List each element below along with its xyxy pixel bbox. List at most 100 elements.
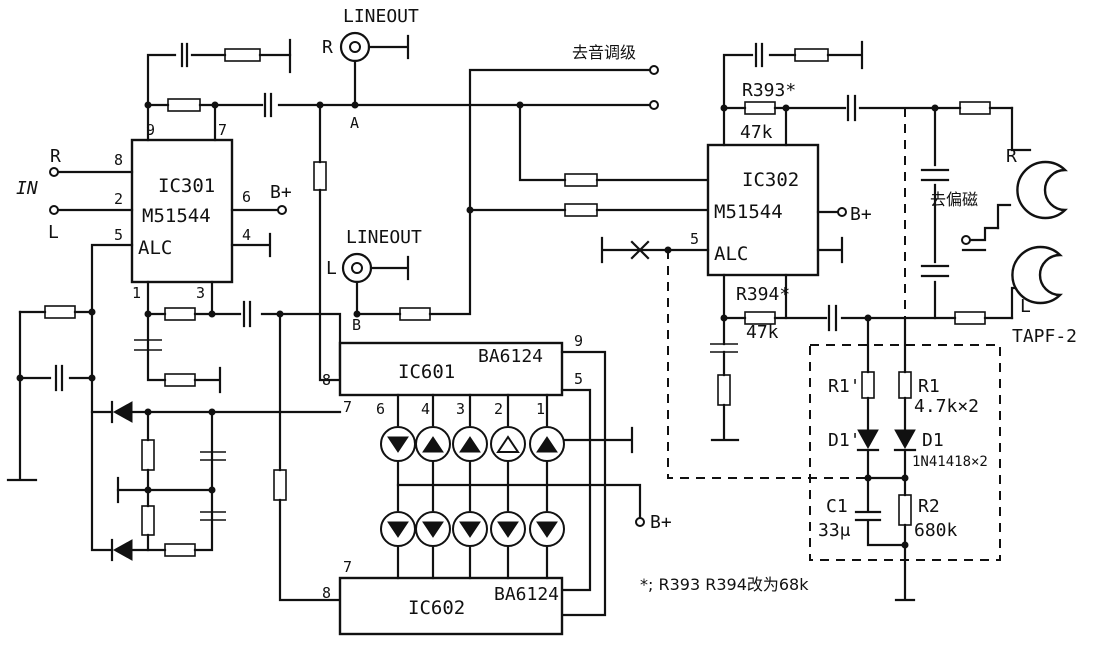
ic302-bottom-ground [710, 316, 740, 442]
lineout-l-label: L [326, 258, 337, 279]
res-r1p [861, 371, 875, 399]
input-r-label: R [50, 146, 61, 167]
bias-caps [920, 168, 950, 278]
ic301-pin-7: 7 [218, 121, 227, 139]
head-r-shape [1016, 160, 1068, 220]
ic302-alc: ALC [714, 243, 748, 265]
ic301-pin-8: 8 [114, 151, 123, 169]
ic301-part: M51544 [142, 205, 211, 227]
head-r [996, 106, 1068, 230]
r393-label: R393* [742, 80, 796, 101]
led-number-1: 1 [536, 400, 545, 418]
junction [208, 408, 216, 416]
led-bottom-1-triangle [387, 521, 409, 538]
ic302-in-wires [595, 178, 710, 212]
diode-top [112, 401, 133, 423]
led-row-bottom [380, 511, 565, 547]
tone-terminal-2[interactable] [649, 100, 659, 110]
junction [144, 408, 152, 416]
wire-a-to-ic601 [318, 103, 342, 382]
r2-value: 680k [914, 520, 958, 541]
head-l-label: L [1020, 296, 1031, 317]
r394-label: R394* [736, 284, 790, 305]
d1p-label: D1' [828, 430, 861, 451]
ic601-pin-8: 8 [322, 371, 331, 389]
cap-top-left [180, 42, 189, 68]
lineout-l-wires [355, 255, 410, 316]
input-l-terminal[interactable] [49, 205, 59, 215]
lineout-r-label: R [322, 37, 333, 58]
res-head-r [959, 101, 991, 115]
led-bottom-leads [396, 546, 549, 580]
ic301-pin-2: 2 [114, 190, 123, 208]
junction [664, 246, 672, 254]
led-bplus-terminal[interactable] [635, 517, 645, 527]
junction [466, 206, 474, 214]
res-r394 [744, 311, 776, 325]
res-alc-left [44, 305, 76, 319]
head-r-label: R [1006, 146, 1017, 167]
demag-terminal[interactable] [961, 235, 971, 245]
ic301-pin-6: 6 [242, 188, 251, 206]
junction [144, 101, 152, 109]
led-number-2: 2 [494, 400, 503, 418]
led-bus [396, 483, 642, 522]
ic301-pin4-ground [230, 232, 272, 258]
cap-r394-out [827, 304, 838, 332]
ic302-pin-5: 5 [690, 230, 699, 248]
ic601-pin9-wire [560, 350, 607, 617]
led-number-3: 3 [456, 400, 465, 418]
ic301-pin-5: 5 [114, 226, 123, 244]
res-rc-1 [141, 439, 155, 471]
ic301-pin1-wire [146, 280, 222, 394]
d1-value: 1N41418×2 [912, 454, 988, 470]
r393-value: 47k [740, 122, 773, 143]
cap-ic301-out [263, 92, 273, 118]
res-r393 [744, 101, 776, 115]
ic602-body [338, 576, 564, 636]
res-pin1 [164, 373, 196, 387]
ic302-bplus-terminal[interactable] [837, 207, 847, 217]
r1-label: R1 [918, 376, 940, 397]
res-head-l [954, 311, 986, 325]
head-l [1010, 245, 1063, 320]
res-ic302-in-r [564, 173, 598, 187]
res-ic302-feedback [794, 48, 829, 62]
junction [208, 486, 216, 494]
ic602-pin-7: 7 [343, 558, 352, 576]
cap-ic302-feedback [754, 42, 764, 68]
junction [720, 314, 728, 322]
ic302-alc-cut-mark [630, 240, 650, 260]
c1-label: C1 [826, 496, 848, 517]
ic302-part: M51544 [714, 201, 783, 223]
ic301-pin-3: 3 [196, 284, 205, 302]
led-bottom-5-triangle [536, 521, 558, 538]
r394-value: 47k [746, 322, 779, 343]
lineout-r-jack-center [349, 41, 361, 53]
ic601-name: IC601 [398, 361, 455, 383]
input-label: IN [16, 178, 38, 199]
res-top-left [224, 48, 261, 62]
led-2-triangle [496, 435, 520, 453]
junction [88, 374, 96, 382]
diode-d1p [857, 429, 879, 450]
d1-label: D1 [922, 430, 944, 451]
junction [144, 310, 152, 318]
led-number-6: 6 [376, 400, 385, 418]
ic301-name: IC301 [158, 175, 215, 197]
input-r-terminal[interactable] [49, 167, 59, 177]
ic302-body [706, 143, 820, 277]
junction [144, 486, 152, 494]
junction [88, 308, 96, 316]
junction [208, 310, 216, 318]
ic301-pin-1: 1 [132, 284, 141, 302]
ic301-pin-4: 4 [242, 226, 251, 244]
left-ground [6, 310, 38, 482]
tone-terminal-1[interactable] [649, 65, 659, 75]
led-1-triangle [536, 436, 558, 453]
ic301-bplus-terminal[interactable] [277, 205, 287, 215]
ic601-body [338, 341, 564, 397]
res-ic302-bottom [717, 374, 731, 406]
led-3-triangle [459, 436, 481, 453]
